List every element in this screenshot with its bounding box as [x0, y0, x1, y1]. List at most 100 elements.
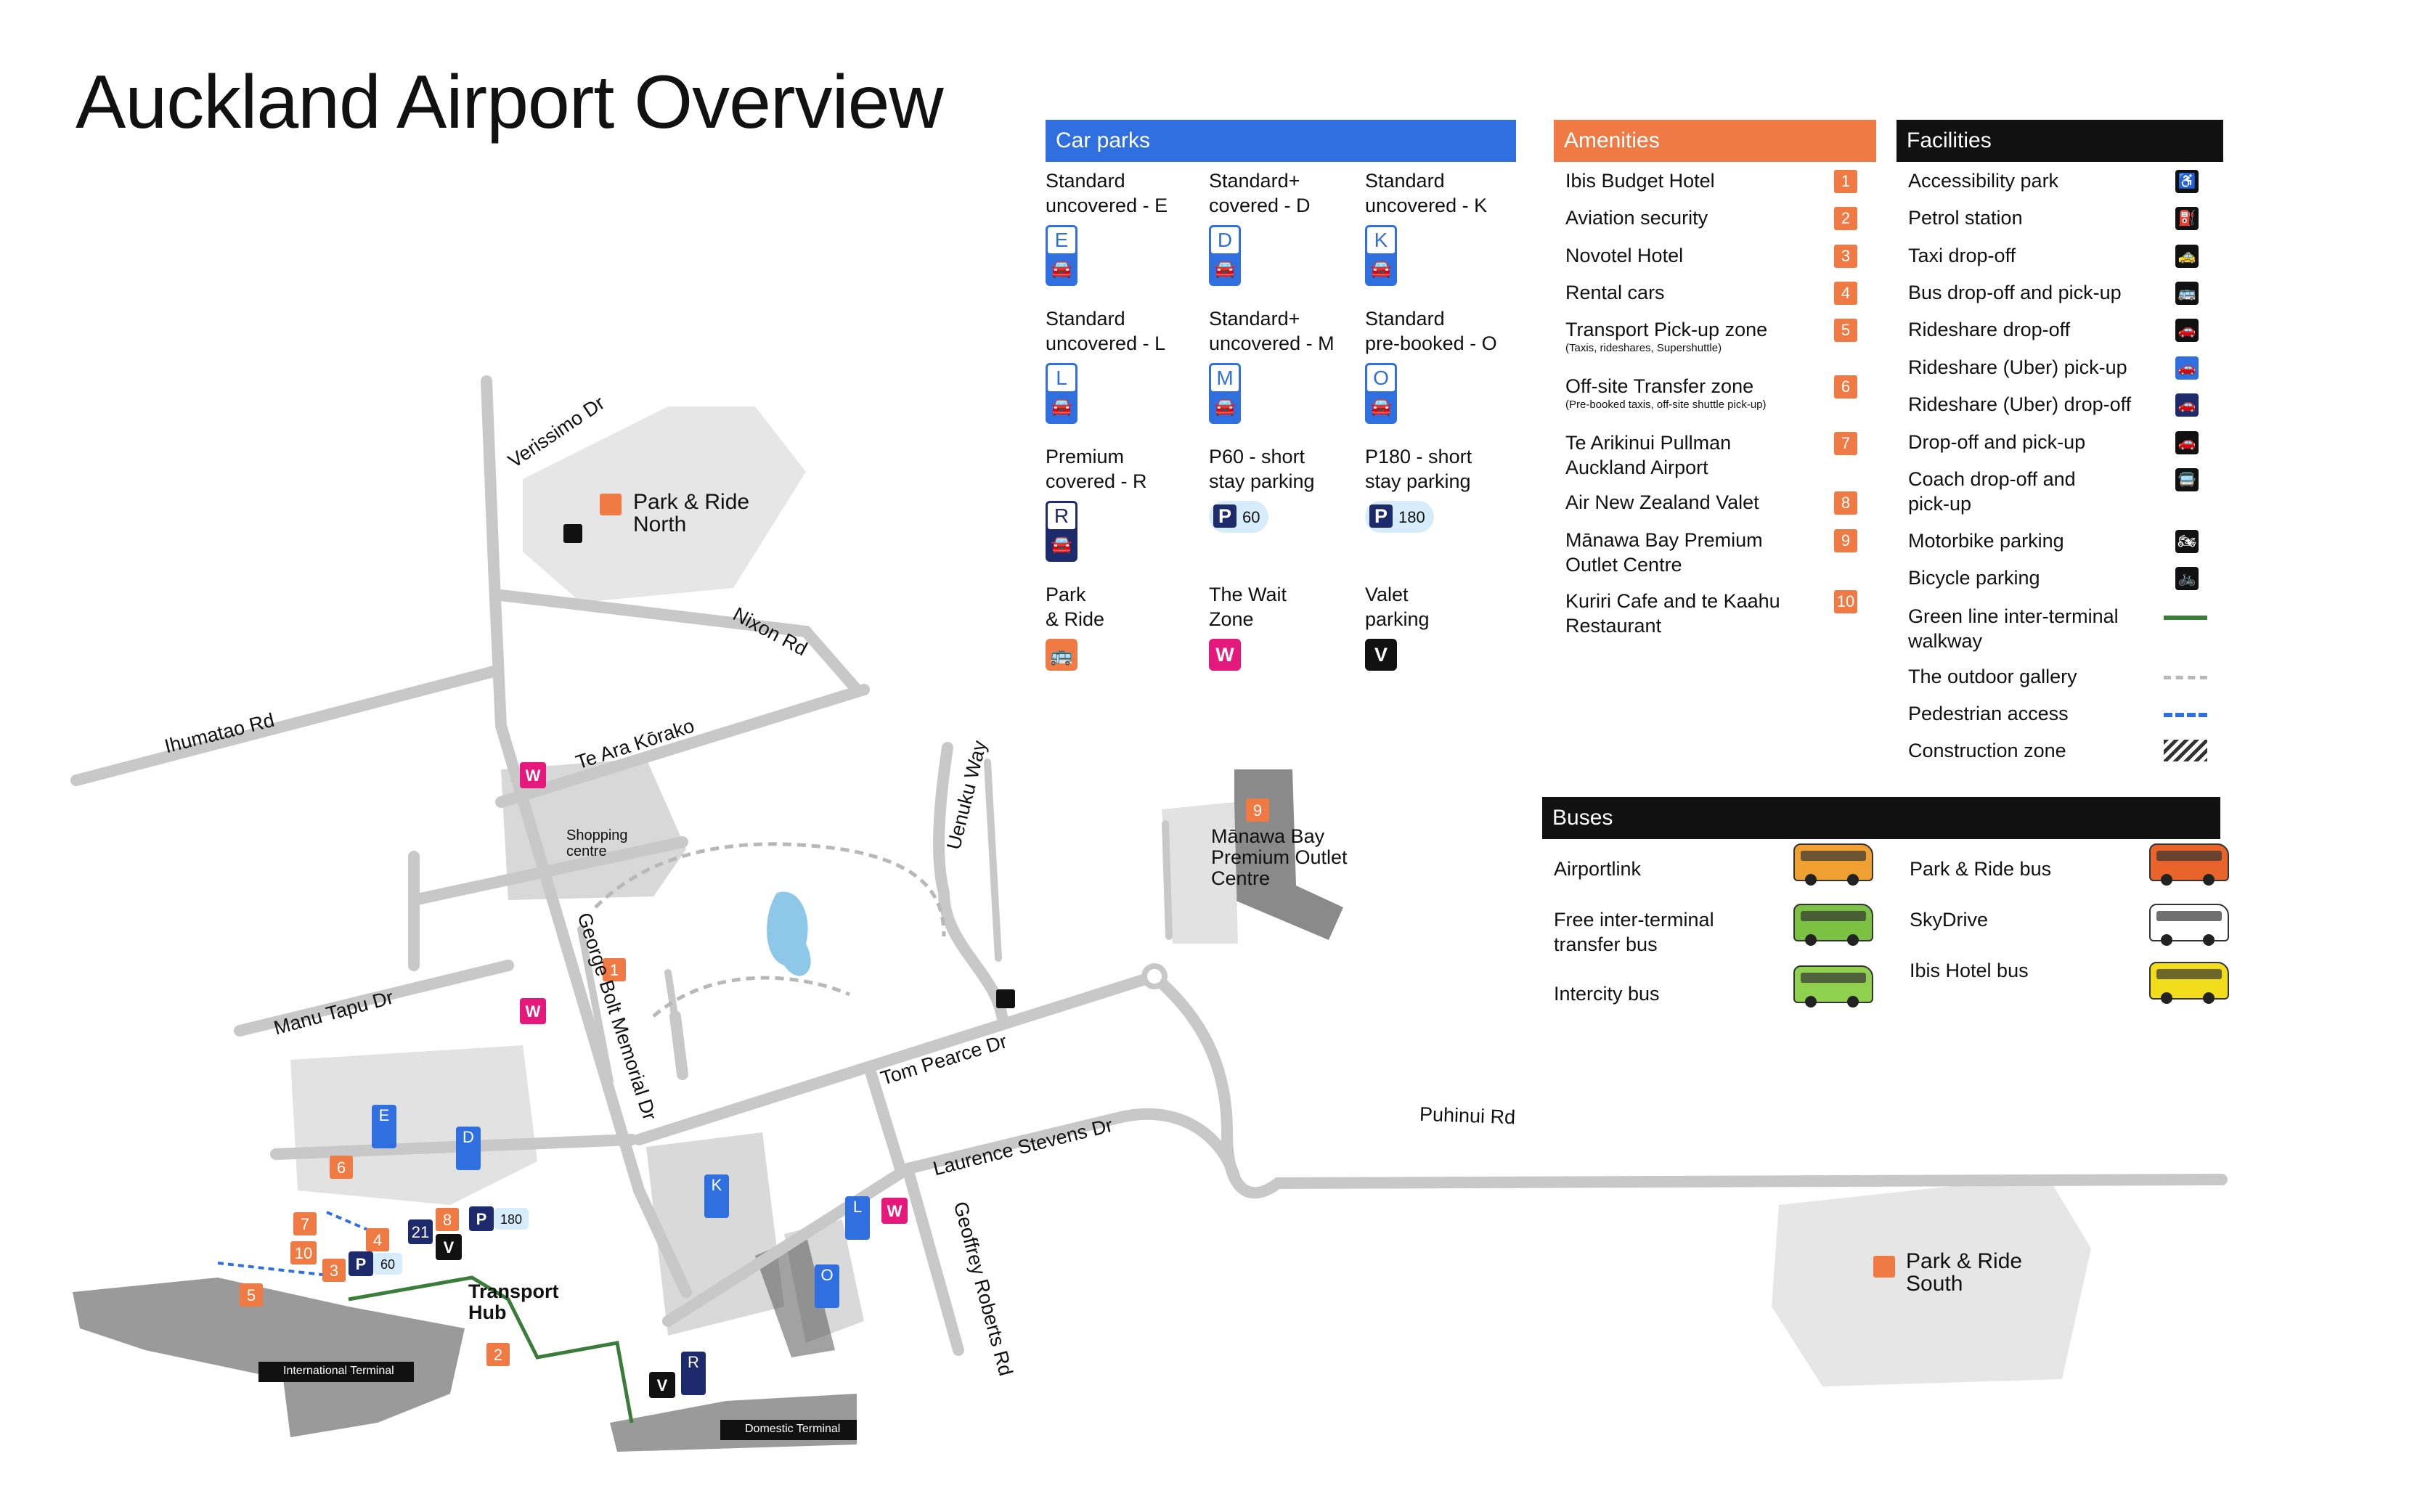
facility-item: Bus drop-off and pick-up [1908, 282, 2122, 303]
svg-text:180: 180 [500, 1212, 522, 1227]
bus-label: Intercity bus [1554, 983, 1660, 1005]
car-icon: 🚘 [1370, 259, 1392, 279]
amenity-label: Off-site Transfer zone [1565, 375, 1754, 397]
amenity-label: Ibis Budget Hotel [1565, 170, 1715, 192]
hatch [2164, 740, 2207, 761]
park-ride-south-label: Park & Ride South [1906, 1249, 2023, 1296]
car-park-letter-badge: M🚘 [1209, 363, 1369, 424]
amenity-number-badge: 7 [1834, 432, 1857, 455]
svg-text:P: P [356, 1255, 367, 1273]
svg-text:P: P [476, 1210, 487, 1228]
amenity-item: Off-site Transfer zone (Pre-booked taxis,… [1565, 374, 1841, 412]
amenity-item: Aviation security [1565, 205, 1841, 230]
amenity-item: Rental cars [1565, 280, 1841, 305]
svg-text:6: 6 [337, 1158, 346, 1177]
park-ride-badge: 🚌 [1046, 639, 1205, 671]
car-icon: 🚘 [1051, 397, 1072, 417]
facility-item: Rideshare (Uber) drop-off [1908, 393, 2132, 415]
car-park-label: Standard+ covered - D [1209, 170, 1311, 216]
amenity-item: Air New Zealand Valet [1565, 490, 1841, 515]
buses-heading: Buses [1542, 797, 2220, 839]
svg-text:E: E [379, 1106, 390, 1124]
svg-text:60: 60 [380, 1257, 395, 1272]
motorbike-icon: 🏍 [2175, 530, 2199, 553]
car-icon: 🚘 [1051, 259, 1072, 279]
bus-label: Free inter-terminal transfer bus [1554, 909, 1714, 955]
svg-text:9: 9 [1253, 801, 1262, 820]
amenity-number-badge: 6 [1834, 375, 1857, 399]
parking-p-icon: P [1213, 504, 1237, 528]
road-label-puhinui: Puhinui Rd [1419, 1103, 1516, 1129]
bus-image-icon [1793, 904, 1873, 946]
bus-label: Airportlink [1554, 858, 1642, 880]
valet-badge: V [1365, 639, 1525, 671]
svg-text:V: V [444, 1238, 455, 1256]
facility-item: Green line inter-terminal walkway [1908, 605, 2119, 652]
bus-icon: 🚌 [2175, 282, 2199, 305]
svg-text:1: 1 [610, 961, 619, 979]
car-icon: 🚘 [1051, 535, 1072, 555]
svg-text:5: 5 [247, 1286, 256, 1304]
park-ride-south-area [1772, 1176, 2091, 1386]
amenity-item: Transport Pick-up zone(Taxis, rideshares… [1565, 317, 1841, 355]
facility-item: The outdoor gallery [1908, 666, 2077, 687]
facility-item: Motorbike parking [1908, 530, 2064, 552]
amenity-label: Kuriri Cafe and te Kaahu Restaurant [1565, 590, 1780, 637]
facility-item: Accessibility park [1908, 170, 2059, 192]
svg-text:L: L [853, 1198, 862, 1216]
car-icon: 🚗 [2175, 393, 2199, 417]
svg-text:3: 3 [330, 1262, 338, 1280]
amenity-item: Mānawa Bay Premium Outlet Centre [1565, 528, 1841, 577]
roundabout [1141, 963, 1168, 989]
lake [767, 891, 811, 976]
car-park-legend-item: Standard uncovered - L L🚘 [1046, 306, 1205, 424]
short-stay-minutes: 180 [1398, 508, 1425, 526]
car-park-letter-badge: L🚘 [1046, 363, 1205, 424]
blue-dash [2164, 713, 2207, 717]
international-terminal-building [73, 1278, 465, 1437]
amenity-item: Novotel Hotel [1565, 243, 1841, 268]
car-park-label: P180 - short stay parking [1365, 446, 1472, 492]
car-icon: 🚘 [1214, 397, 1236, 417]
car-park-label: Standard uncovered - L [1046, 308, 1166, 354]
car-park-letter-badge: R🚘 [1046, 501, 1205, 562]
svg-text:D: D [463, 1128, 474, 1146]
svg-text:W: W [526, 767, 541, 785]
amenity-note: (Pre-booked taxis, off-site shuttle pick… [1565, 399, 1767, 411]
amenity-number-badge: 3 [1834, 245, 1857, 268]
car-park-letter-badge: O🚘 [1365, 363, 1525, 424]
car-park-letter-badge: E🚘 [1046, 225, 1205, 286]
facility-item: Coach drop-off and pick-up [1908, 468, 2076, 515]
bus-label: SkyDrive [1910, 909, 1989, 931]
taxi-icon: 🚕 [2175, 245, 2199, 268]
svg-text:21: 21 [412, 1223, 429, 1241]
amenity-number-badge: 9 [1834, 529, 1857, 552]
facilities-heading: Facilities [1897, 120, 2223, 162]
amenity-label: Mānawa Bay Premium Outlet Centre [1565, 529, 1763, 576]
car-icon: 🚘 [1370, 397, 1392, 417]
outdoor-gallery-path [594, 842, 946, 937]
map-markers: 1 2 3 4 5 6 7 8 9 10 W W W V V E D K L O… [240, 494, 1895, 1398]
park-ride-north-area [523, 406, 806, 602]
bus-icon: 🚌 [1046, 639, 1077, 671]
wait-zone-badge: W [1209, 639, 1369, 671]
amenity-number-badge: 5 [1834, 319, 1857, 342]
construction-zone [755, 1234, 835, 1357]
facility-item: Pedestrian access [1908, 703, 2069, 724]
car-icon: 🚗 [2175, 356, 2199, 380]
facility-item: Construction zone [1908, 740, 2066, 761]
amenity-number-badge: 8 [1834, 491, 1857, 515]
car-icon: 🚘 [1214, 259, 1236, 279]
facility-item: Petrol station [1908, 207, 2023, 229]
svg-text:W: W [887, 1202, 903, 1220]
amenities-heading: Amenities [1554, 120, 1876, 162]
amenity-label: Te Arikinui Pullman Auckland Airport [1565, 432, 1732, 478]
car-park-label: Park & Ride [1046, 584, 1105, 630]
